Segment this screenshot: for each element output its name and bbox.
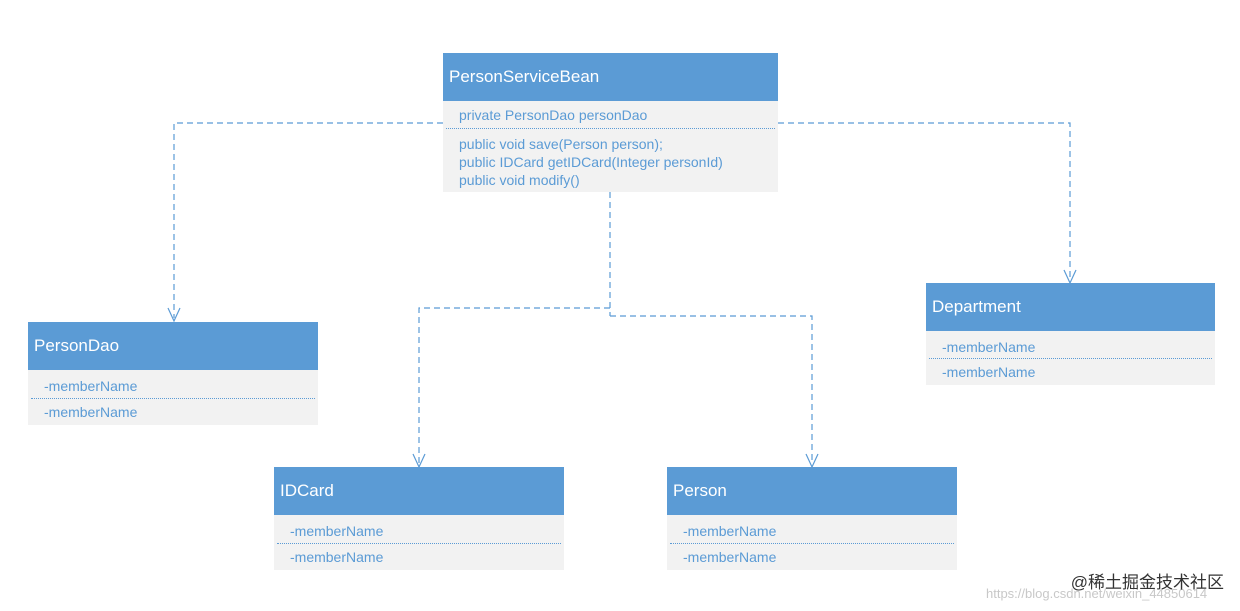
attribute-section: -memberName (667, 515, 957, 540)
attribute-row: private PersonDao personDao (459, 107, 648, 123)
class-name: Department (932, 297, 1021, 316)
class-persondao[interactable]: PersonDao -memberName -memberName (28, 322, 318, 425)
class-header: Person (667, 467, 957, 515)
class-department[interactable]: Department -memberName -memberName (926, 283, 1215, 385)
connector-service-to-persondao (173, 122, 443, 318)
class-person[interactable]: Person -memberName -memberName (667, 467, 957, 570)
class-header: PersonServiceBean (443, 53, 778, 101)
class-header: IDCard (274, 467, 564, 515)
method-section: -memberName (926, 361, 1215, 381)
connector-service-to-department (778, 122, 1071, 280)
connector-service-to-person (610, 315, 813, 463)
method-section: -memberName (28, 401, 318, 421)
arrowhead-persondao (167, 307, 181, 323)
class-name: Person (673, 481, 727, 500)
class-name: IDCard (280, 481, 334, 500)
method-row: public void save(Person person); (459, 136, 663, 152)
attribute-row: -memberName (290, 523, 384, 539)
method-section: public void save(Person person); public … (443, 131, 778, 189)
method-row: public IDCard getIDCard(Integer personId… (459, 154, 723, 170)
method-row: public void modify() (459, 172, 580, 188)
section-divider (670, 543, 954, 544)
section-divider (929, 358, 1212, 359)
method-row: -memberName (290, 549, 384, 565)
method-row: -memberName (683, 549, 777, 565)
class-name: PersonServiceBean (449, 67, 600, 86)
class-header: PersonDao (28, 322, 318, 370)
attribute-section: -memberName (28, 370, 318, 395)
method-section: -memberName (274, 546, 564, 566)
section-divider (277, 543, 561, 544)
class-name: PersonDao (34, 336, 120, 355)
attribute-row: -memberName (942, 339, 1036, 355)
class-header: Department (926, 283, 1215, 331)
attribute-row: -memberName (683, 523, 777, 539)
attribute-row: -memberName (44, 378, 138, 394)
method-row: -memberName (44, 404, 138, 420)
method-section: -memberName (667, 546, 957, 566)
attribute-section: private PersonDao personDao (443, 101, 778, 124)
method-row: -memberName (942, 364, 1036, 380)
section-divider (31, 398, 315, 399)
section-divider (446, 128, 775, 129)
watermark: @稀土掘金技术社区 (1070, 573, 1224, 592)
class-personservicebean[interactable]: PersonServiceBean private PersonDao pers… (443, 53, 778, 192)
watermark-url: https://blog.csdn.net/weixin_44850614 (986, 586, 1208, 601)
attribute-section: -memberName (926, 331, 1215, 356)
attribute-section: -memberName (274, 515, 564, 540)
connector-service-to-idcard (418, 307, 610, 463)
class-idcard[interactable]: IDCard -memberName -memberName (274, 467, 564, 570)
